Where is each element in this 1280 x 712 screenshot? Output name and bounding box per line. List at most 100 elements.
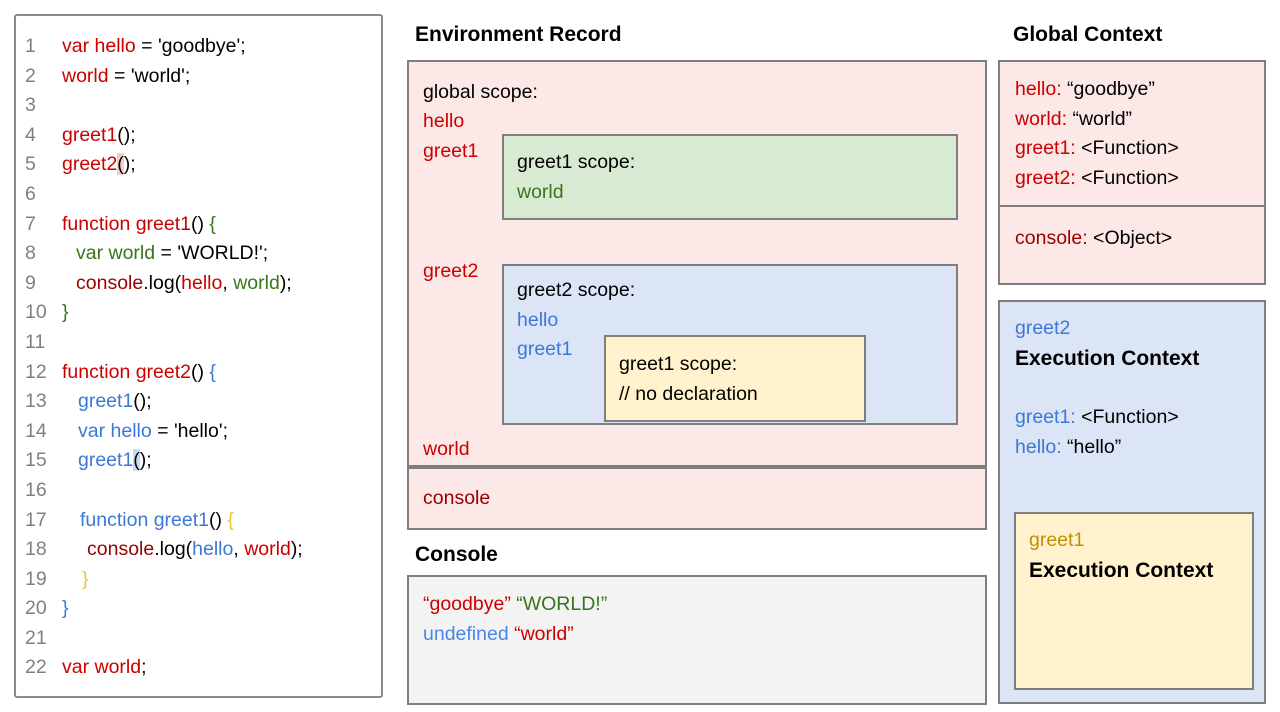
greet2-context-entry: hello: “hello” bbox=[1015, 435, 1122, 458]
code-line: 11 bbox=[16, 328, 381, 358]
global-context-console-section: console: <Object> bbox=[1000, 207, 1264, 254]
code-text: var hello = 'hello'; bbox=[78, 419, 229, 442]
line-number: 12 bbox=[25, 360, 47, 383]
console-record-label: console bbox=[423, 486, 491, 509]
line-number: 16 bbox=[25, 478, 47, 501]
console-output-line: undefined “world” bbox=[423, 622, 574, 645]
code-line: 5 greet2(); bbox=[16, 150, 381, 180]
code-text: var world; bbox=[62, 656, 147, 679]
console-output-box: “goodbye” “WORLD!” undefined “world” bbox=[407, 575, 987, 705]
code-line: 18 console.log(hello, world); bbox=[16, 535, 381, 565]
code-text: } bbox=[62, 301, 69, 324]
greet2-scope-var-hello: hello bbox=[517, 308, 559, 331]
code-text: greet1(); bbox=[62, 123, 136, 146]
code-line: 1 var hello = 'goodbye'; bbox=[16, 32, 381, 62]
line-number: 14 bbox=[25, 419, 47, 442]
code-text: greet1(); bbox=[78, 390, 152, 413]
code-line: 13 greet1(); bbox=[16, 387, 381, 417]
greet1-execution-context-box: greet1 Execution Context bbox=[1014, 512, 1254, 690]
code-line: 19} bbox=[16, 565, 381, 595]
global-scope-box: global scope: hello greet1 greet1 scope:… bbox=[407, 60, 987, 467]
code-line: 15 greet1(); bbox=[16, 446, 381, 476]
code-line: 20} bbox=[16, 594, 381, 624]
global-scope-label: global scope: bbox=[423, 81, 538, 103]
global-context-entry: greet1: <Function> bbox=[1015, 137, 1179, 159]
line-number: 5 bbox=[25, 153, 36, 176]
global-var-greet2: greet2 bbox=[423, 260, 479, 282]
line-number: 19 bbox=[25, 567, 47, 590]
line-number: 1 bbox=[25, 35, 36, 57]
code-text: greet1(); bbox=[78, 449, 152, 472]
code-line: 14 var hello = 'hello'; bbox=[16, 417, 381, 447]
line-number: 17 bbox=[25, 508, 47, 531]
line-number: 8 bbox=[25, 242, 36, 265]
global-context-console-entry: console: <Object> bbox=[1015, 227, 1173, 249]
code-line: 12 function greet2() { bbox=[16, 358, 381, 388]
code-text: } bbox=[62, 597, 69, 620]
code-line: 6 bbox=[16, 180, 381, 210]
global-context-box: hello: “goodbye” world: “world” greet1: … bbox=[998, 60, 1266, 285]
greet1-scope-label: greet1 scope: bbox=[517, 151, 636, 173]
inner-greet1-scope-label: greet1 scope: bbox=[619, 353, 738, 375]
code-text: function greet1() { bbox=[80, 508, 234, 531]
code-line: 22 var world; bbox=[16, 653, 381, 683]
global-var-hello: hello bbox=[423, 110, 465, 132]
global-var-greet1: greet1 bbox=[423, 140, 479, 162]
no-declaration-comment: // no declaration bbox=[619, 382, 758, 405]
code-line: 16 bbox=[16, 476, 381, 506]
code-text: greet2(); bbox=[62, 153, 136, 176]
code-text: var hello = 'goodbye'; bbox=[62, 35, 246, 57]
greet2-execution-context-box: greet2 Execution Context greet1: <Functi… bbox=[998, 300, 1266, 704]
line-number: 20 bbox=[25, 597, 47, 620]
code-line: 8 var world = 'WORLD!'; bbox=[16, 239, 381, 269]
greet1-context-heading: Execution Context bbox=[1029, 558, 1214, 582]
line-number: 10 bbox=[25, 301, 47, 324]
greet2-context-heading: Execution Context bbox=[1015, 346, 1200, 370]
console-output-line: “goodbye” “WORLD!” bbox=[423, 593, 608, 615]
greet2-scope-box: greet2 scope: hello greet1 greet1 scope:… bbox=[502, 264, 958, 425]
global-context-entry: hello: “goodbye” bbox=[1015, 78, 1155, 100]
code-line: 3 bbox=[16, 91, 381, 121]
inner-greet1-scope-box: greet1 scope: // no declaration bbox=[604, 335, 866, 422]
global-context-title: Global Context bbox=[1013, 23, 1163, 46]
line-number: 2 bbox=[25, 64, 36, 87]
console-record-box: console bbox=[407, 467, 987, 530]
line-number: 21 bbox=[25, 626, 47, 649]
code-panel: 1 var hello = 'goodbye'; 2 world = 'world';… bbox=[14, 14, 383, 698]
line-number: 11 bbox=[25, 330, 46, 353]
console-title: Console bbox=[415, 543, 498, 566]
greet1-context-name: greet1 bbox=[1029, 529, 1085, 551]
line-number: 6 bbox=[25, 182, 36, 205]
code-line: 9 console.log(hello, world); bbox=[16, 269, 381, 299]
code-text: function greet2() { bbox=[62, 360, 216, 383]
code-text: console.log(hello, world); bbox=[76, 271, 292, 294]
greet1-scope-box: greet1 scope: world bbox=[502, 134, 958, 220]
global-var-world: world bbox=[423, 438, 470, 460]
code-line: 21 bbox=[16, 624, 381, 654]
code-text: world = 'world'; bbox=[62, 64, 191, 87]
greet2-scope-var-greet1: greet1 bbox=[517, 338, 573, 360]
code-line: 4 greet1(); bbox=[16, 121, 381, 151]
code-text: function greet1() { bbox=[62, 212, 216, 235]
line-number: 13 bbox=[25, 390, 47, 413]
line-number: 4 bbox=[25, 123, 36, 146]
line-number: 22 bbox=[25, 656, 47, 679]
environment-record-title: Environment Record bbox=[415, 23, 622, 46]
greet1-scope-var-world: world bbox=[517, 180, 564, 203]
spacer bbox=[1015, 374, 1264, 404]
code-text: var world = 'WORLD!'; bbox=[76, 242, 269, 265]
code-text: console.log(hello, world); bbox=[87, 538, 303, 561]
global-context-entry: world: “world” bbox=[1015, 107, 1133, 130]
code-line: 17 function greet1() { bbox=[16, 506, 381, 536]
code-text: } bbox=[82, 567, 89, 590]
greet2-context-entry: greet1: <Function> bbox=[1015, 406, 1179, 428]
line-number: 9 bbox=[25, 271, 36, 294]
line-number: 3 bbox=[25, 94, 36, 117]
global-context-entry: greet2: <Function> bbox=[1015, 166, 1179, 189]
global-context-variables: hello: “goodbye” world: “world” greet1: … bbox=[1000, 62, 1264, 207]
line-number: 18 bbox=[25, 538, 47, 561]
greet2-scope-label: greet2 scope: bbox=[517, 279, 636, 301]
code-line: 10} bbox=[16, 298, 381, 328]
line-number: 15 bbox=[25, 449, 47, 472]
